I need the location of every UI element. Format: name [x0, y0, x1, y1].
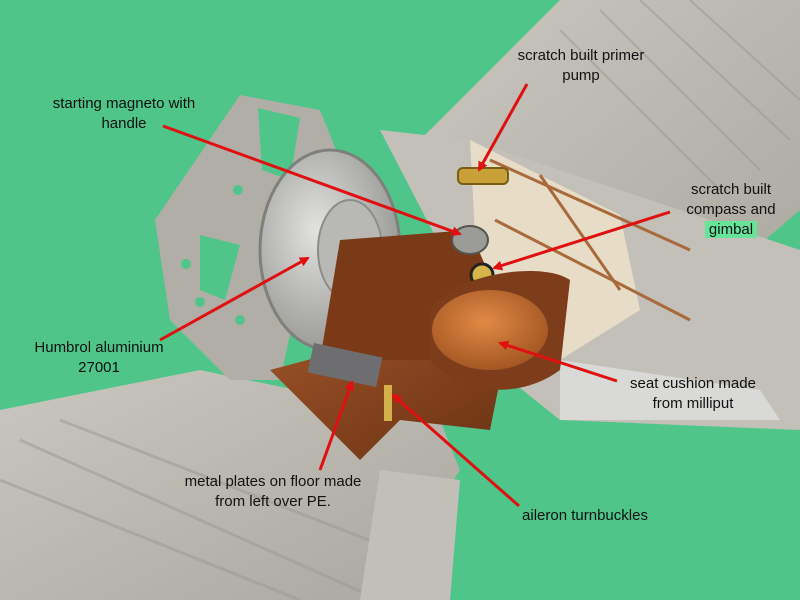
label-compass: scratch built compass and gimbal [686, 181, 776, 238]
label-magneto: starting magneto with handle [52, 95, 196, 132]
arrow-compass [492, 210, 671, 271]
starting-magneto [451, 225, 489, 255]
aileron-turnbuckle [384, 385, 392, 421]
annotation-arrows [159, 83, 671, 508]
floor-metal-plate [307, 343, 383, 387]
primer-pump [457, 167, 509, 185]
label-seat-cushion: seat cushion made from milliput [630, 375, 756, 412]
label-metal-plates: metal plates on floor made from left ove… [184, 473, 362, 510]
label-aluminium: Humbrol aluminium 27001 [34, 339, 164, 376]
arrow-metal-plates [318, 380, 354, 471]
lower-wing-rear [360, 470, 460, 600]
label-primer-pump: scratch built primer pump [517, 47, 645, 84]
arrow-primer-pump [477, 83, 529, 172]
lightening-holes [181, 108, 300, 325]
seat-cushion [432, 290, 548, 370]
arrow-magneto [162, 124, 462, 236]
gimbal-highlight: gimbal [704, 221, 758, 238]
weathering-patch [560, 360, 780, 420]
arrow-seat-cushion [498, 340, 618, 383]
wing-ribs [559, 0, 800, 191]
arrow-aluminium [159, 256, 310, 342]
arrow-turnbuckles [391, 393, 520, 508]
bracing-wires [489, 158, 691, 322]
lower-wing-ribs [0, 418, 421, 600]
label-turnbuckles: aileron turnbuckles [522, 507, 648, 524]
